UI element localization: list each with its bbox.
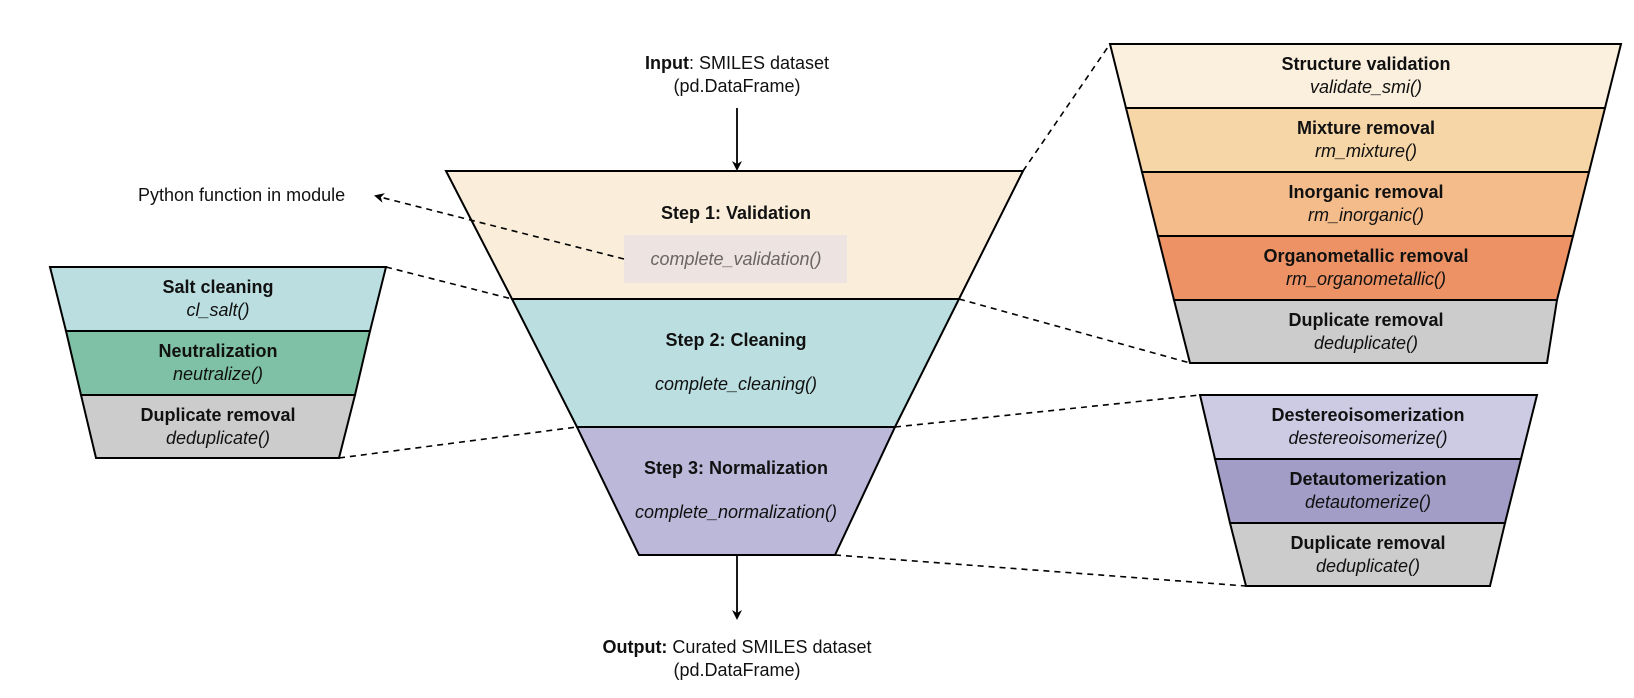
input-label-bold: Input: [644, 53, 689, 73]
output-label-bold: Output:: [602, 637, 668, 657]
validation-duplicate-removal-function: deduplicate(): [1313, 333, 1419, 353]
normalization-connector-top: [894, 394, 1201, 428]
structure-validation-label: Structure validation validate_smi(): [1281, 53, 1450, 99]
cleaning-connector-top: [385, 266, 513, 300]
main-funnel: [444, 170, 1025, 556]
structure-validation-function: validate_smi(): [1309, 77, 1423, 97]
detautomerization-label: Detautomerization detautomerize(): [1289, 468, 1446, 514]
step-2-label: Step 2: Cleaning complete_cleaning(): [655, 329, 817, 396]
mixture-removal-label: Mixture removal rm_mixture(): [1297, 117, 1435, 163]
cleaning-duplicate-removal-title: Duplicate removal: [140, 405, 296, 425]
validation-detail-funnel: [1108, 43, 1623, 364]
organometallic-removal-label: Organometallic removal rm_organometallic…: [1263, 245, 1468, 291]
mixture-removal-function: rm_mixture(): [1315, 141, 1417, 161]
validation-connector-top: [1022, 43, 1111, 172]
destereoisomerization-title: Destereoisomerization: [1271, 405, 1465, 425]
input-label-text: : SMILES dataset: [688, 53, 830, 73]
output-label-sub: (pd.DataFrame): [673, 660, 801, 680]
function-legend-pointer: [374, 193, 625, 260]
cleaning-detail-funnel: [48, 266, 388, 459]
input-label: Input: SMILES dataset (pd.DataFrame): [645, 52, 829, 98]
normalization-connector-bottom: [834, 554, 1247, 587]
cleaning-duplicate-removal-label: Duplicate removal deduplicate(): [140, 404, 295, 450]
neutralization-label: Neutralization neutralize(): [158, 340, 277, 386]
output-label-text: Curated SMILES dataset: [667, 637, 872, 657]
salt-cleaning-function: cl_salt(): [186, 300, 250, 320]
cleaning-connector-bottom: [338, 426, 578, 459]
output-label: Output: Curated SMILES dataset (pd.DataF…: [602, 636, 871, 682]
python-function-note: Python function in module: [138, 185, 346, 205]
normalization-detail-funnel: [1198, 394, 1539, 587]
detautomerization-function: detautomerize(): [1304, 492, 1432, 512]
step-1-label: Step 1: Validation complete_validation(): [650, 202, 821, 271]
normalization-duplicate-removal-band[interactable]: [1228, 522, 1507, 587]
destereoisomerization-label: Destereoisomerization destereoisomerize(…: [1271, 404, 1464, 450]
step-1-title: Step 1: Validation: [660, 203, 812, 223]
step-2-function: complete_cleaning(): [654, 374, 818, 394]
validation-connector-bottom: [958, 298, 1191, 364]
detautomerization-title: Detautomerization: [1289, 469, 1447, 489]
step-3-function: complete_normalization(): [634, 502, 838, 522]
step-3-title: Step 3: Normalization: [643, 458, 829, 478]
normalization-duplicate-removal-function: deduplicate(): [1315, 556, 1421, 576]
salt-cleaning-title: Salt cleaning: [162, 277, 274, 297]
normalization-duplicate-removal-label: Duplicate removal deduplicate(): [1290, 532, 1445, 578]
step-1-function-highlight: [624, 235, 847, 283]
validation-duplicate-removal-band[interactable]: [1172, 299, 1559, 364]
neutralization-function: neutralize(): [172, 364, 264, 384]
destereoisomerization-function: destereoisomerize(): [1288, 428, 1448, 448]
mixture-removal-title: Mixture removal: [1296, 118, 1436, 138]
organometallic-removal-title: Organometallic removal: [1263, 246, 1469, 266]
cleaning-duplicate-removal-function: deduplicate(): [165, 428, 271, 448]
input-label-sub: (pd.DataFrame): [673, 76, 801, 96]
salt-cleaning-label: Salt cleaning cl_salt(): [162, 276, 273, 322]
step-1-function: complete_validation(): [650, 249, 822, 269]
inorganic-removal-function: rm_inorganic(): [1307, 205, 1425, 225]
normalization-duplicate-removal-title: Duplicate removal: [1290, 533, 1446, 553]
validation-duplicate-removal-title: Duplicate removal: [1288, 310, 1444, 330]
structure-validation-title: Structure validation: [1281, 54, 1451, 74]
neutralization-title: Neutralization: [158, 341, 278, 361]
organometallic-removal-function: rm_organometallic(): [1285, 269, 1447, 289]
step-2-title: Step 2: Cleaning: [665, 330, 807, 350]
inorganic-removal-title: Inorganic removal: [1288, 182, 1444, 202]
inorganic-removal-label: Inorganic removal rm_inorganic(): [1288, 181, 1443, 227]
validation-duplicate-removal-label: Duplicate removal deduplicate(): [1288, 309, 1443, 355]
step-3-label: Step 3: Normalization complete_normaliza…: [635, 457, 837, 524]
